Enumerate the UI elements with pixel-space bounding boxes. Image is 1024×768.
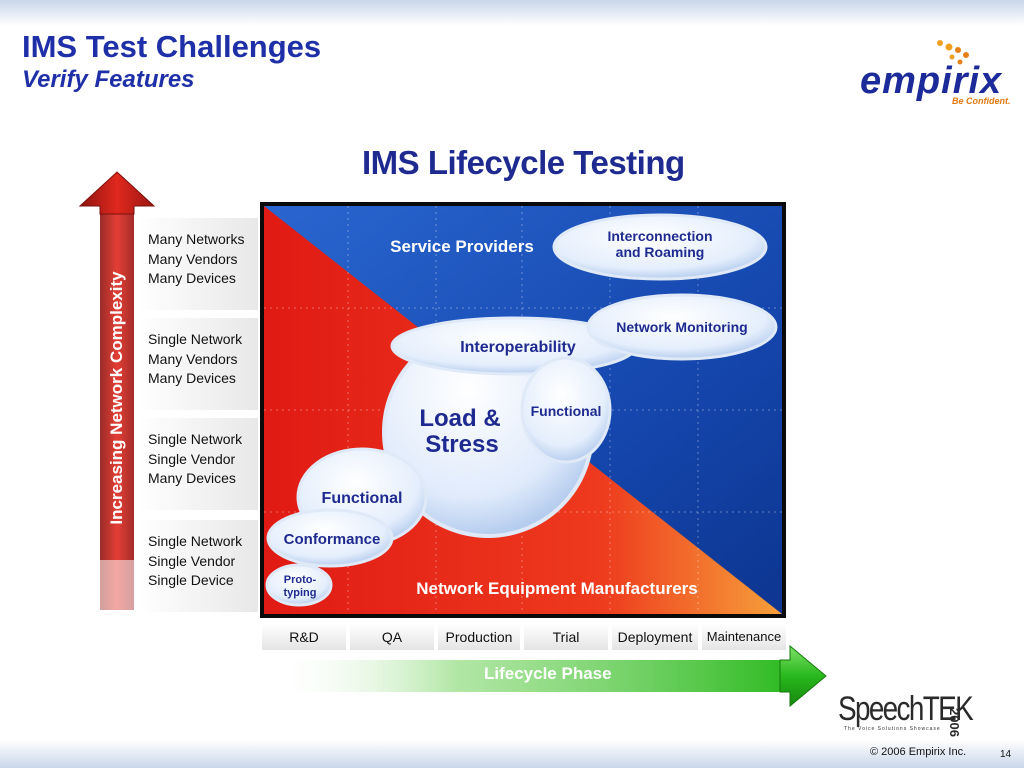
network-monitoring-label: Network Monitoring bbox=[616, 319, 747, 335]
complexity-line: Single Vendor bbox=[148, 450, 236, 467]
complexity-line: Many Devices bbox=[148, 270, 236, 286]
slide-subtitle: Verify Features bbox=[22, 66, 195, 93]
bubble-interconnection bbox=[552, 213, 768, 281]
complexity-line: Many Networks bbox=[148, 231, 245, 247]
top-band bbox=[0, 0, 1024, 26]
copyright: © 2006 Empirix Inc. bbox=[870, 746, 967, 758]
complexity-level: Single Network Single Vendor Single Devi… bbox=[138, 520, 258, 612]
y-axis-label: Increasing Network Complexity bbox=[107, 271, 126, 525]
functional-upper-label: Functional bbox=[531, 403, 602, 419]
complexity-line: Many Devices bbox=[148, 370, 236, 386]
interconnection-label-1: Interconnection bbox=[607, 228, 712, 244]
complexity-level: Single Network Single Vendor Many Device… bbox=[138, 418, 258, 510]
logo-tagline: Be Confident. bbox=[952, 96, 1011, 106]
complexity-line: Single Vendor bbox=[148, 552, 236, 569]
bubble-network-monitoring bbox=[586, 293, 778, 361]
conformance-label: Conformance bbox=[284, 531, 381, 548]
load-stress-label-2: Stress bbox=[425, 431, 498, 458]
phase-label: Trial bbox=[524, 624, 608, 650]
phase-label: QA bbox=[350, 624, 434, 650]
prototyping-label-1: Proto- bbox=[284, 574, 317, 586]
complexity-line: Single Network bbox=[148, 431, 243, 447]
diagram-title: IMS Lifecycle Testing bbox=[362, 144, 685, 181]
x-axis-label: Lifecycle Phase bbox=[484, 664, 612, 683]
speechtek-tagline: The Voice Solutions Showcase bbox=[844, 726, 941, 732]
prototyping-label-2: typing bbox=[284, 587, 317, 599]
bubble-functional-upper bbox=[520, 356, 612, 464]
speechtek-wordmark: SpeechTEK bbox=[838, 690, 974, 728]
equipment-manufacturers-label: Network Equipment Manufacturers bbox=[416, 579, 698, 598]
logo-dots-icon bbox=[937, 40, 969, 65]
functional-lower-label: Functional bbox=[322, 490, 403, 507]
complexity-line: Many Vendors bbox=[148, 250, 238, 267]
speechtek-logo: SpeechTEK 2006 The Voice Solutions Showc… bbox=[838, 690, 984, 737]
bubble-conformance bbox=[266, 508, 394, 568]
phase-label: Deployment bbox=[612, 624, 698, 650]
complexity-level: Many Networks Many Vendors Many Devices bbox=[138, 218, 258, 310]
complexity-line: Single Network bbox=[148, 331, 243, 347]
service-providers-label: Service Providers bbox=[390, 237, 534, 256]
bubble-prototyping bbox=[265, 563, 333, 607]
load-stress-label-1: Load & bbox=[419, 405, 500, 432]
complexity-level: Single Network Many Vendors Many Devices bbox=[138, 318, 258, 410]
complexity-arrow bbox=[78, 171, 156, 610]
logo-wordmark: empirix bbox=[860, 60, 1003, 102]
empirix-logo: empirix Be Confident. bbox=[856, 38, 1016, 108]
interconnection-label-2: and Roaming bbox=[616, 244, 705, 260]
bottom-band bbox=[0, 740, 1024, 768]
phase-label: Maintenance bbox=[702, 624, 786, 650]
phase-label: Production bbox=[438, 624, 520, 650]
complexity-line: Many Vendors bbox=[148, 350, 238, 367]
complexity-line: Single Network bbox=[148, 533, 243, 549]
complexity-line: Many Devices bbox=[148, 470, 236, 486]
interoperability-label: Interoperability bbox=[460, 339, 576, 356]
speechtek-year: 2006 bbox=[947, 708, 962, 737]
phase-label: R&D bbox=[262, 624, 346, 650]
slide-title: IMS Test Challenges bbox=[22, 29, 322, 64]
complexity-line: Single Device bbox=[148, 572, 234, 588]
lifecycle-arrow bbox=[270, 644, 827, 708]
page-number: 14 bbox=[1000, 749, 1012, 760]
